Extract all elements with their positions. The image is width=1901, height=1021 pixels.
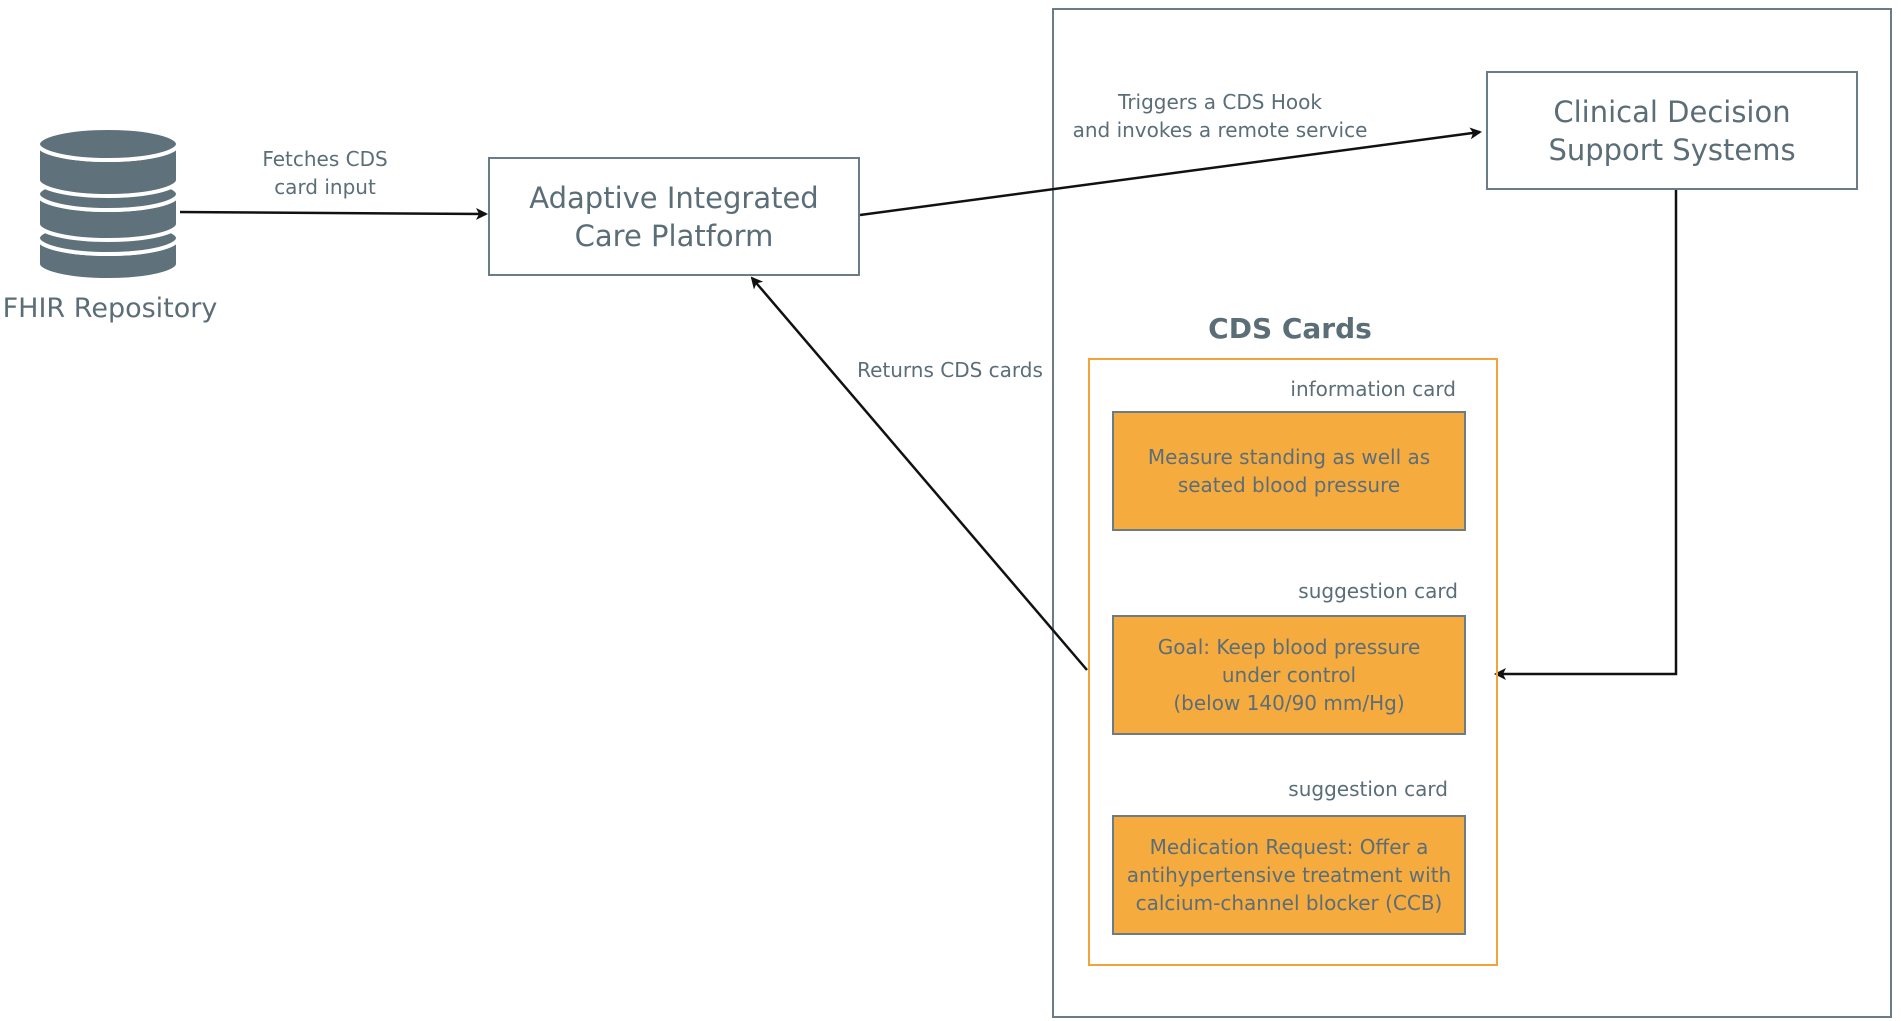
- cds-cards-title: CDS Cards: [1208, 312, 1372, 345]
- edge-fetch-label: Fetches CDS card input: [262, 147, 388, 199]
- cds-card: Measure standing as well as seated blood…: [1112, 411, 1466, 531]
- adaptive-platform-label: Adaptive Integrated Care Platform: [529, 180, 819, 253]
- adaptive-platform-node: Adaptive Integrated Care Platform: [488, 157, 860, 276]
- cds-system-frame: [1052, 8, 1892, 1018]
- edge-trigger: [859, 127, 1482, 217]
- card-type-label: suggestion card: [1288, 777, 1448, 801]
- cds-cards-frame: [1088, 358, 1498, 966]
- edge-returns-label: Returns CDS cards: [857, 358, 1043, 382]
- cds-card-text: Medication Request: Offer a antihyperten…: [1126, 835, 1452, 915]
- edge-response: [1494, 190, 1678, 680]
- edge-returns: [750, 276, 1088, 671]
- cds-card: Medication Request: Offer a antihyperten…: [1112, 815, 1466, 935]
- cds-systems-label: Clinical Decision Support Systems: [1548, 94, 1796, 167]
- database-icon: [36, 126, 180, 282]
- edge-fetch: [175, 207, 488, 220]
- cds-card-text: Measure standing as well as seated blood…: [1147, 445, 1431, 497]
- card-type-label: suggestion card: [1298, 579, 1458, 603]
- cds-card: Goal: Keep blood pressure under control …: [1112, 615, 1466, 735]
- edge-trigger-label: Triggers a CDS Hook and invokes a remote…: [1072, 90, 1368, 142]
- card-type-label: information card: [1290, 377, 1456, 401]
- cds-systems-node: Clinical Decision Support Systems: [1486, 71, 1858, 190]
- fhir-repository-label: FHIR Repository: [2, 293, 218, 324]
- cds-card-text: Goal: Keep blood pressure under control …: [1157, 635, 1421, 715]
